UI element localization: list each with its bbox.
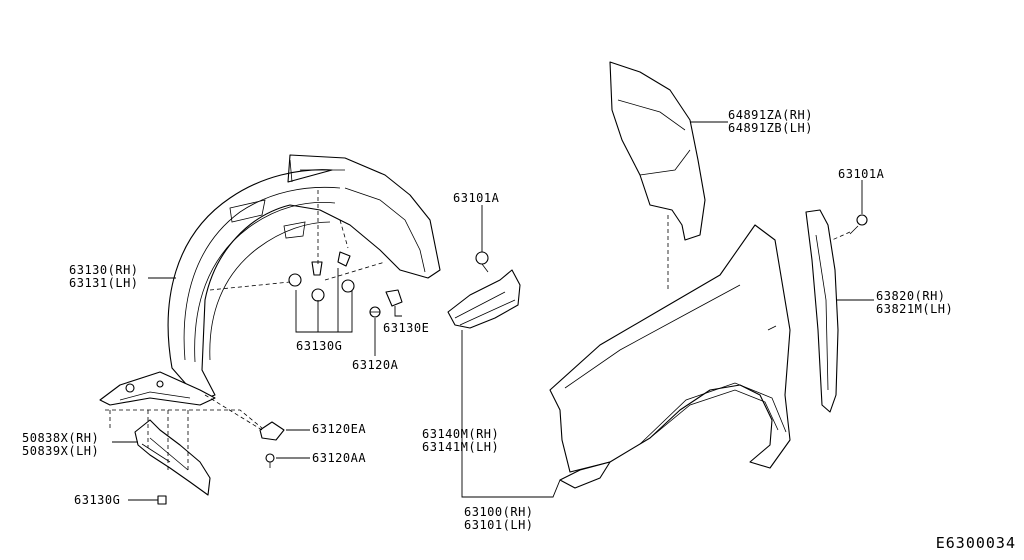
label-63100: 63100(RH)63101(LH) [464,505,534,532]
dashed-guides-left [105,190,386,470]
label-64891za: 64891ZA(RH)64891ZB(LH) [728,108,813,135]
label-63130g-bottom: 63130G [74,493,121,507]
liner-clips [157,251,403,505]
label-63120a: 63120A [352,358,399,372]
label-50838x: 50838X(RH)50839X(LH) [22,431,100,458]
diagram-code: E6300034 [935,534,1016,552]
label-63120aa: 63120AA [312,451,367,465]
label-63101a-center: 63101A [453,191,500,205]
leader-lines-left [112,268,402,501]
wheelhouse-liner [99,154,441,406]
label-63130: 63130(RH)63131(LH) [69,263,139,290]
front-fender [549,224,791,489]
label-63140m: 63140M(RH)63141M(LH) [422,427,500,454]
splash-shield [134,419,211,496]
fender-bracket [447,205,561,498]
label-63130g: 63130G [296,339,343,353]
label-63101a-right: 63101A [838,167,885,181]
fender-insulator [609,61,728,290]
label-63130e: 63130E [383,321,430,335]
fender-seal [805,180,874,413]
label-63820: 63820(RH)63821M(LH) [876,289,954,316]
label-63120ea: 63120EA [312,422,367,436]
